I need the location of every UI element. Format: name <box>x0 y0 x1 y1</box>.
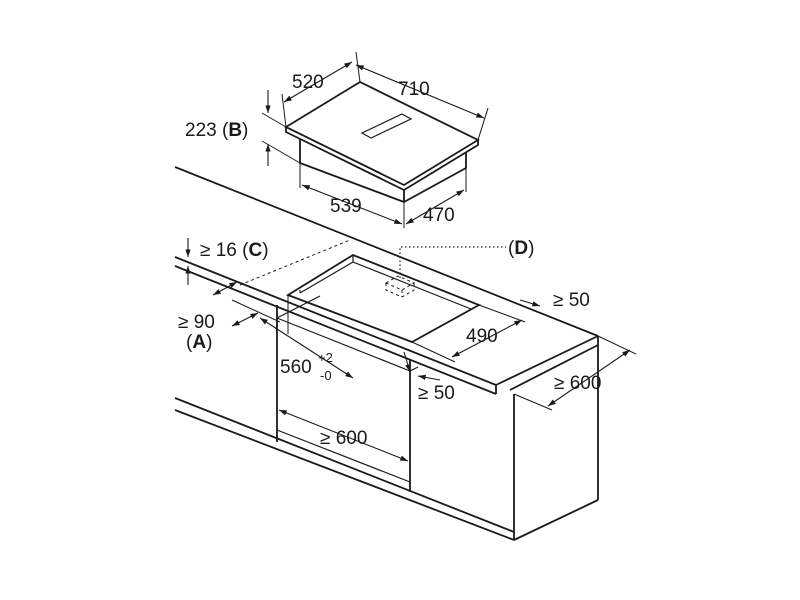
worktop-cutout <box>285 253 482 343</box>
rear-clearance-label: ≥ 50 <box>553 290 590 311</box>
dim-worktop-depth: ≥ 600 <box>513 335 637 411</box>
plinth-bottom <box>174 409 515 541</box>
hob-body-depth-label: 470 <box>423 205 455 226</box>
dim-hob-height: 223 (B) <box>185 90 301 166</box>
hob-depth-label: 520 <box>292 72 324 93</box>
plinth-top <box>174 397 515 533</box>
hob-height-text: 223 (B) <box>185 120 248 141</box>
worktop-front-thickness <box>174 265 497 395</box>
front-clearance-ref-text: (A) <box>186 332 212 353</box>
hob-top-plate <box>284 80 480 187</box>
connection-ref-text: (D) <box>508 238 534 259</box>
dim-hob-width: 710 <box>355 64 489 141</box>
cabinet-drawing <box>174 166 599 541</box>
connection-callout: (D) <box>399 238 534 278</box>
hob-height-ref: B <box>228 120 242 141</box>
hob-height-label: 223 <box>185 120 217 141</box>
unit-width-label: ≥ 600 <box>320 428 367 449</box>
worktop-depth-label: ≥ 600 <box>554 373 601 394</box>
dim-hob-body-width: 539 <box>299 163 405 228</box>
cutout-width-tol-minus: -0 <box>320 368 332 383</box>
worktop-thickness-ref: C <box>248 240 262 261</box>
dim-side-clearance: ≥ 50 <box>403 351 455 404</box>
dim-rear-clearance: ≥ 50 <box>519 290 590 311</box>
hob-drawing <box>284 80 480 203</box>
dim-unit-width: ≥ 600 <box>278 409 409 462</box>
dim-hob-depth: 520 <box>281 51 361 128</box>
cutout-depth-label: 490 <box>466 326 498 347</box>
dim-hob-body-depth: 470 <box>405 168 467 226</box>
worktop-thickness-label: ≥ 16 <box>200 240 237 261</box>
worktop-thickness-text: ≥ 16 (C) <box>200 240 269 261</box>
dim-cutout-depth: 490 <box>411 304 526 363</box>
cabinet-bottom-right <box>513 499 599 541</box>
cutout-width-tol-plus: +2 <box>318 350 333 365</box>
dim-cutout-width: 560 +2 -0 <box>259 295 354 383</box>
worktop-back-edge <box>174 166 599 337</box>
front-clearance-ref: A <box>192 332 206 353</box>
hob-body <box>299 139 467 203</box>
side-clearance-label: ≥ 50 <box>418 383 455 404</box>
cutout-width-label: 560 <box>280 357 312 378</box>
front-clearance-label: ≥ 90 <box>178 312 215 333</box>
connection-ref: D <box>514 238 528 259</box>
connection-box <box>384 275 416 291</box>
hob-body-width-label: 539 <box>330 196 362 217</box>
hob-vent-slot <box>360 113 413 139</box>
hob-width-label: 710 <box>398 79 430 100</box>
cutout-inner-wall <box>352 255 472 310</box>
worktop-right-edge <box>495 335 599 386</box>
dim-worktop-thickness: ≥ 16 (C) <box>185 238 269 285</box>
